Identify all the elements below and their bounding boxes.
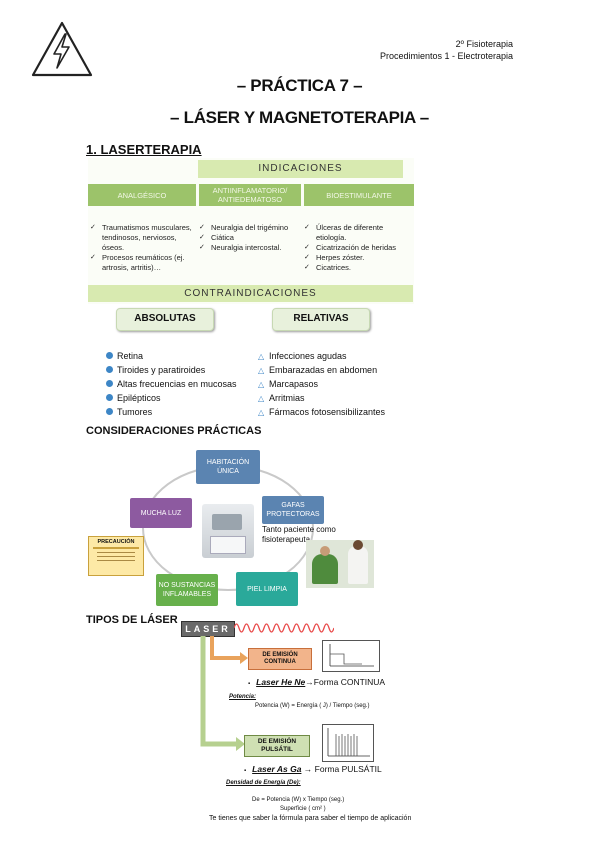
warning-icon: △: [258, 380, 265, 389]
bullet-icon: [106, 394, 113, 401]
absolute-pill: ABSOLUTAS: [116, 308, 214, 331]
indications-list-analgesico: Traumatismos musculares, tendinosos, ner…: [90, 223, 194, 273]
pulsed-wave-graph: [322, 724, 374, 762]
potencia-label: Potencia:: [229, 694, 257, 700]
node-no-sustancias: NO SUSTANCIAS INFLAMABLES: [156, 574, 218, 606]
section-heading-considerations: CONSIDERACIONES PRÁCTICAS: [86, 425, 262, 437]
potencia-formula: Potencia (W) = Energía ( J) / Tiempo (se…: [255, 703, 370, 709]
continuous-wave-graph: [322, 640, 380, 672]
list-item: Traumatismos musculares, tendinosos, ner…: [90, 223, 194, 253]
contraindications-label: CONTRAINDICACIONES: [88, 285, 413, 302]
list-item: Cicatrización de heridas: [304, 243, 412, 253]
list-item: △Embarazadas en abdomen: [258, 363, 385, 377]
list-item: Cicatrices.: [304, 263, 412, 273]
laser-wave-icon: [234, 623, 334, 633]
absolute-contraindications-list: Retina Tiroides y paratiroides Altas fre…: [106, 349, 237, 419]
pulsed-description: ▪ Laser As Ga → Forma PULSÁTIL: [244, 763, 382, 777]
indications-label: INDICACIONES: [198, 160, 403, 178]
column-head-antiinflamatorio: ANTIINFLAMATORIO/ ANTIEDEMATOSO: [199, 184, 301, 206]
bullet-icon: ▪: [244, 768, 247, 774]
list-item: Retina: [106, 349, 237, 363]
laser-device-image: [202, 504, 254, 558]
relative-contraindications-list: △Infecciones agudas △Embarazadas en abdo…: [258, 349, 385, 419]
densidad-label: Densidad de Energía (De):: [226, 780, 301, 786]
pulsed-form-label: Forma PULSÁTIL: [314, 764, 382, 774]
lightning-triangle-icon: [31, 21, 93, 77]
list-item: △Fármacos fotosensibilizantes: [258, 405, 385, 419]
continuous-emission-box: DE EMISIÓN CONTINUA: [248, 648, 312, 670]
warning-icon: △: [258, 366, 265, 375]
subject-label: Procedimientos 1 - Electroterapia: [379, 51, 513, 61]
list-item: Úlceras de diferente etiología.: [304, 223, 412, 243]
list-item: Neuralgia intercostal.: [199, 243, 303, 253]
bullet-icon: ▪: [248, 681, 251, 687]
bullet-icon: [106, 352, 113, 359]
page-title: – PRÁCTICA 7 –: [236, 76, 363, 95]
column-head-bioestimulante: BIOESTIMULANTE: [304, 184, 414, 206]
warning-icon: △: [258, 352, 265, 361]
node-habitacion-unica: HABITACIÓN ÚNICA: [196, 450, 260, 484]
column-head-analgesico: ANALGÉSICO: [88, 184, 196, 206]
list-item: Altas frecuencias en mucosas: [106, 377, 237, 391]
continuous-form-label: Forma CONTINUA: [313, 677, 386, 687]
indications-list-bioestimulante: Úlceras de diferente etiología. Cicatriz…: [304, 223, 412, 273]
node-piel-limpia: PIEL LIMPIA: [236, 572, 298, 606]
list-item: △Infecciones agudas: [258, 349, 385, 363]
caution-label: PRECAUCIÓN: [88, 536, 144, 576]
arrow-icon: →: [301, 764, 315, 774]
laser-he-ne-label: Laser He Ne: [256, 677, 306, 687]
list-item: Tiroides y paratiroides: [106, 363, 237, 377]
node-gafas-protectoras: GAFAS PROTECTORAS: [262, 496, 324, 524]
list-item: Tumores: [106, 405, 237, 419]
bullet-icon: [106, 380, 113, 387]
page-subtitle: – LÁSER Y MAGNETOTERAPIA –: [170, 108, 429, 127]
relative-pill: RELATIVAS: [272, 308, 370, 331]
densidad-formula-denominator: Superficie ( cm² ): [280, 806, 326, 812]
continuous-description: ▪ Laser He Ne→Forma CONTINUA: [248, 676, 385, 690]
section-heading-laser-types: TIPOS DE LÁSER: [86, 614, 178, 626]
pulsed-emission-box: DE EMISIÓN PULSÁTIL: [244, 735, 310, 757]
list-item: △Marcapasos: [258, 377, 385, 391]
bullet-icon: [106, 408, 113, 415]
section-heading-laserterapia: 1. LASERTERAPIA: [86, 142, 202, 157]
list-item: Ciática: [199, 233, 303, 243]
list-item: Neuralgia del trigémino: [199, 223, 303, 233]
densidad-formula-numerator: De = Potencia (W) x Tiempo (seg.): [252, 797, 345, 803]
laser-box: LASER: [181, 621, 235, 637]
node-mucha-luz: MUCHA LUZ: [130, 498, 192, 528]
list-item: Procesos reumáticos (ej. artrosis, artri…: [90, 253, 194, 273]
warning-icon: △: [258, 408, 265, 417]
list-item: Herpes zóster.: [304, 253, 412, 263]
indications-list-antiinflamatorio: Neuralgia del trigémino Ciática Neuralgi…: [199, 223, 303, 253]
treatment-photo: [306, 540, 374, 588]
goggles-note: Tanto paciente como fisioterapeuta: [262, 525, 336, 544]
bullet-icon: [106, 366, 113, 373]
footer-note: Te tienes que saber la fórmula para sabe…: [209, 815, 412, 822]
indications-table: INDICACIONES ANALGÉSICO ANTIINFLAMATORIO…: [88, 158, 414, 304]
warning-icon: △: [258, 394, 265, 403]
list-item: △Arritmias: [258, 391, 385, 405]
arrow-icon: →: [305, 677, 314, 687]
laser-as-ga-label: Laser As Ga: [252, 764, 302, 774]
list-item: Epilépticos: [106, 391, 237, 405]
branch-arrows: [200, 636, 248, 751]
course-label: 2º Fisioterapia: [455, 39, 513, 49]
caution-title: PRECAUCIÓN: [97, 539, 135, 545]
